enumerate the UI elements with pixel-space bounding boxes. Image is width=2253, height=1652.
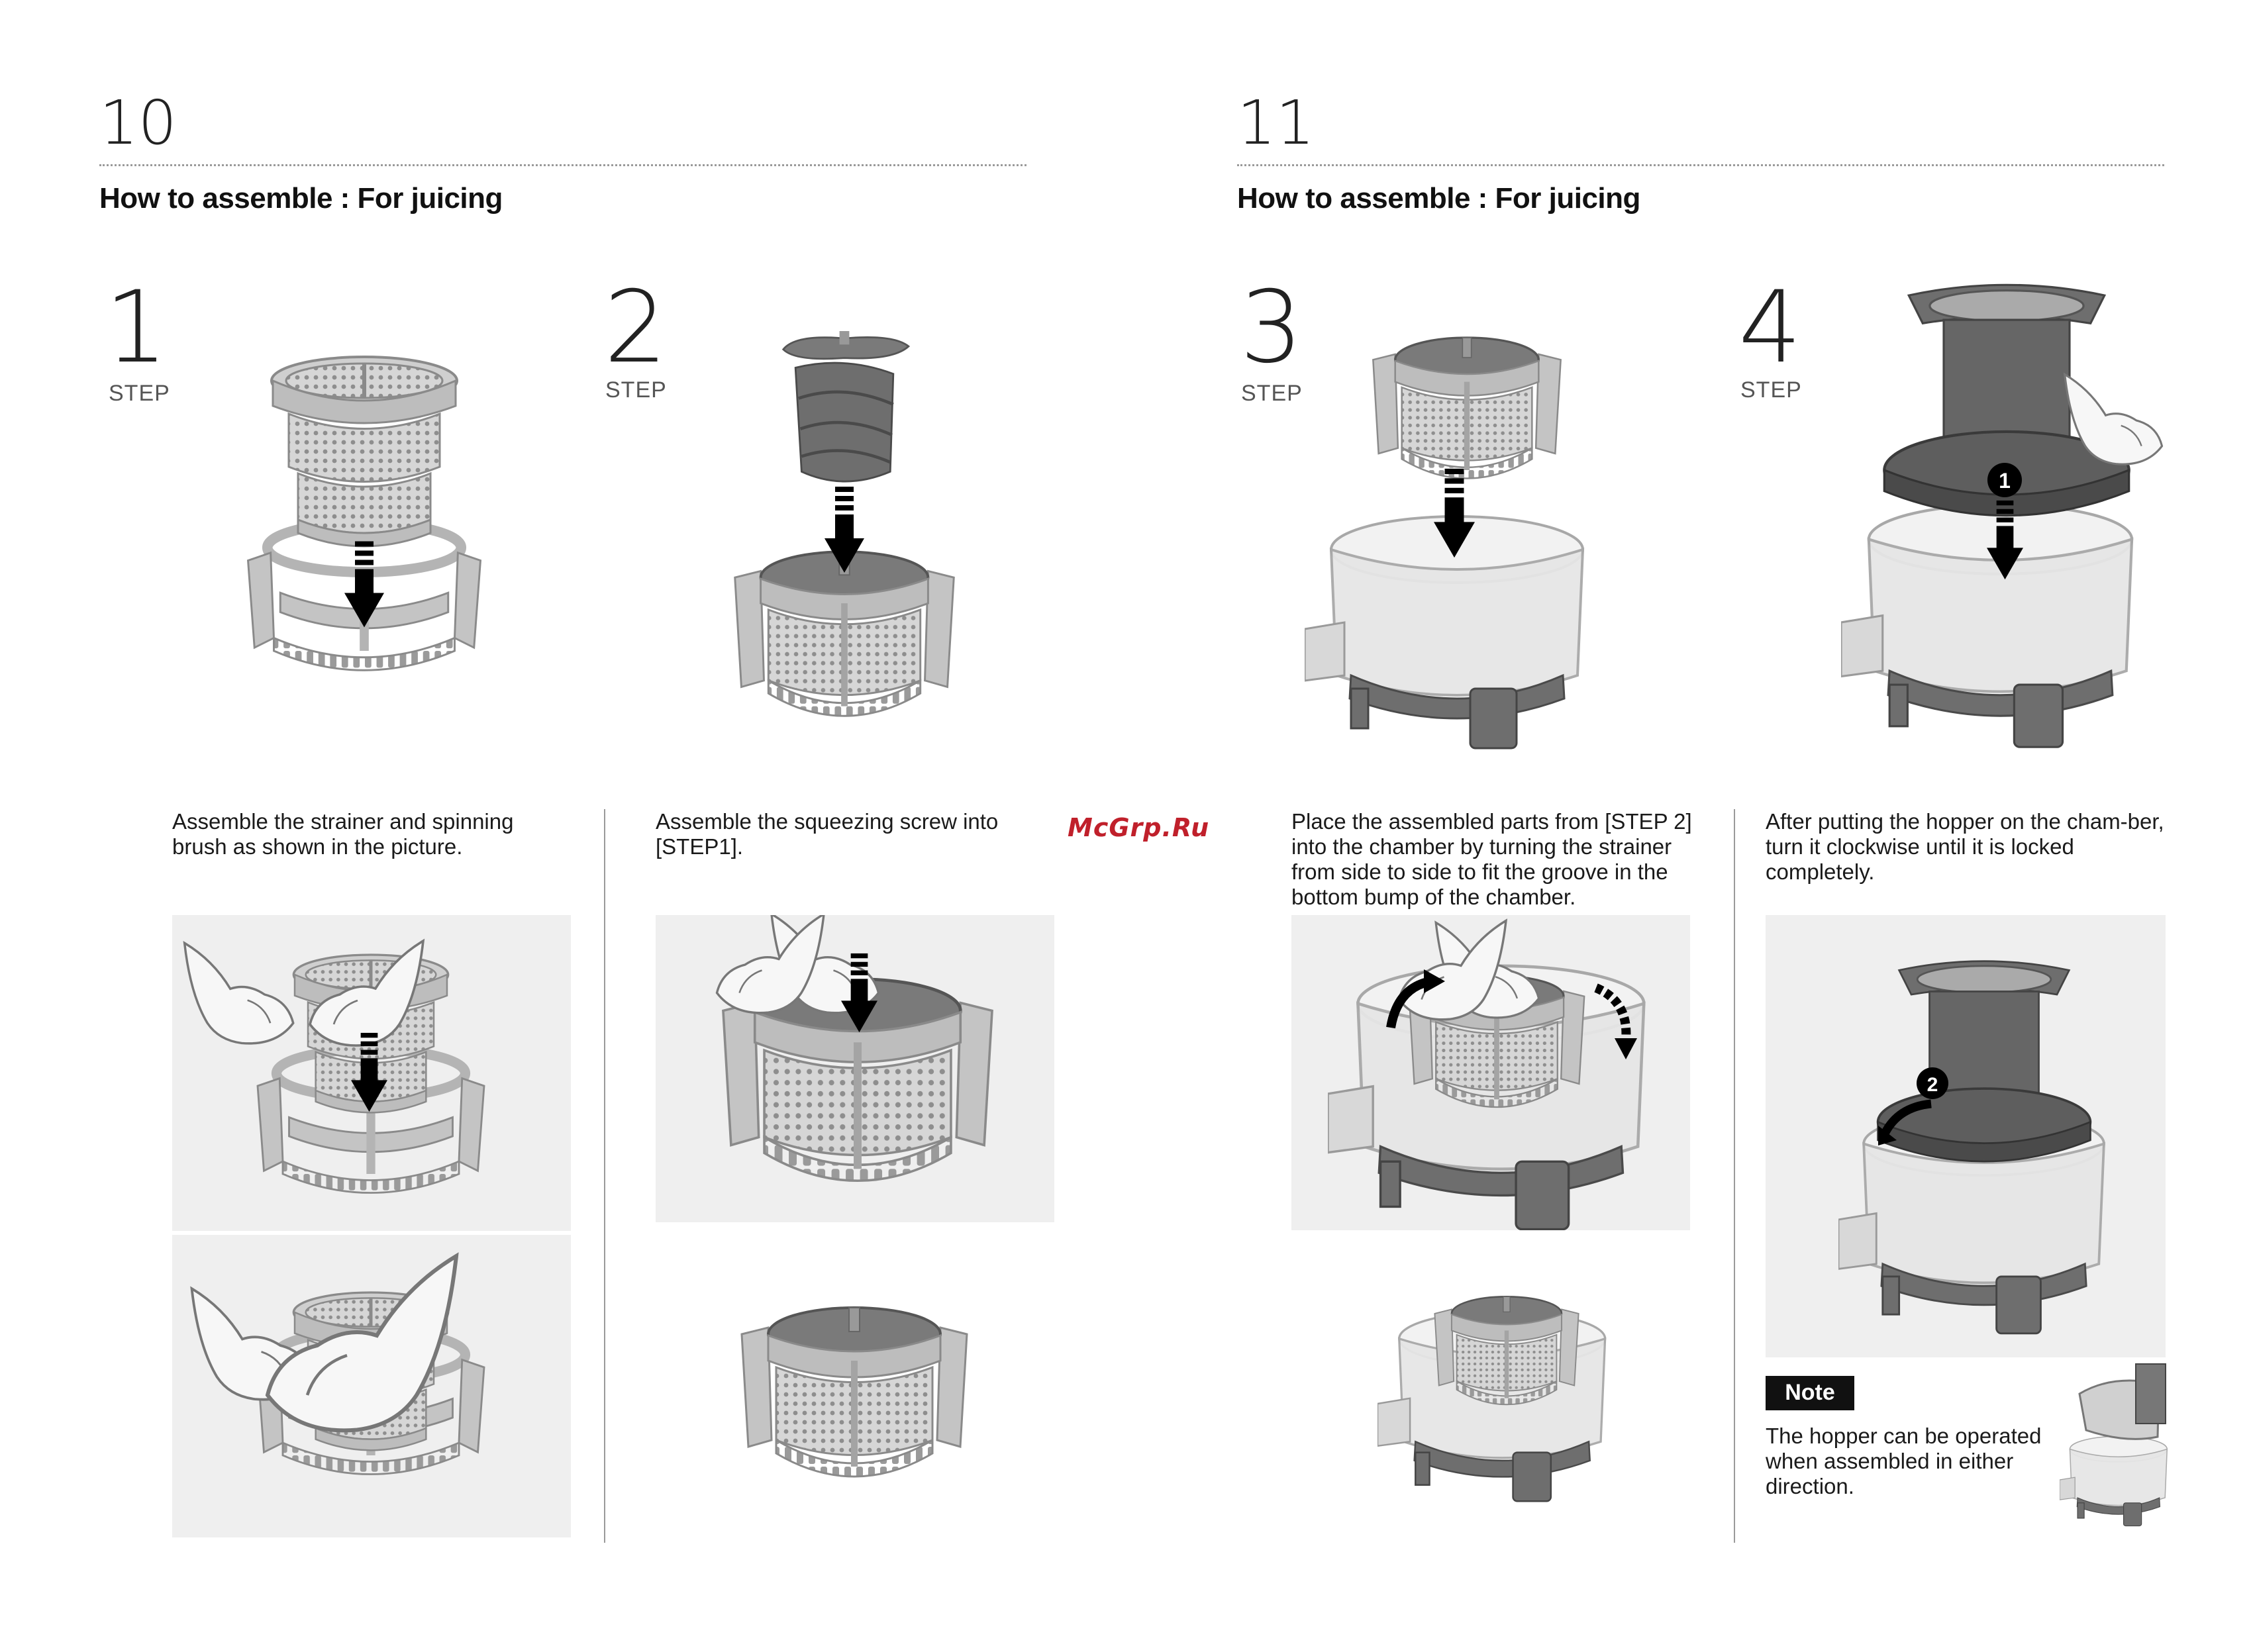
- step3-description: Place the assembled parts from [STEP 2] …: [1291, 809, 1692, 909]
- step-number-4: 4: [1738, 270, 1802, 385]
- step4-illustration: 1: [1841, 248, 2172, 778]
- step-number-2: 2: [604, 270, 668, 385]
- page-title-right: How to assemble : For juicing: [1237, 182, 1640, 215]
- step2-detail-panel: [656, 915, 1054, 1222]
- step1-detail-panel: [172, 915, 571, 1537]
- step1-illustration: [235, 354, 493, 712]
- page-title-left: How to assemble : For juicing: [99, 182, 503, 215]
- page-number-left: 10: [99, 87, 177, 158]
- watermark: McGrp.Ru: [1068, 813, 1210, 842]
- step-number-3: 3: [1240, 270, 1303, 385]
- step-label-1: STEP: [109, 381, 170, 406]
- callout-2: 2: [1927, 1074, 1938, 1096]
- header-rule-left: [99, 164, 1026, 166]
- callout-1: 1: [1999, 469, 2011, 493]
- header-rule-right: [1237, 164, 2164, 166]
- note-text: The hopper can be operated when assemble…: [1766, 1424, 2042, 1498]
- step2-result-illustration: [735, 1288, 974, 1486]
- note-badge: Note: [1766, 1376, 1854, 1410]
- step2-description: Assemble the squeezing screw into [STEP1…: [656, 809, 999, 859]
- page-number-right: 11: [1237, 87, 1315, 158]
- step3-illustration: [1305, 305, 1603, 781]
- step1-description: Assemble the strainer and spinning brush…: [172, 809, 514, 859]
- step-label-4: STEP: [1740, 377, 1802, 403]
- step-label-2: STEP: [605, 377, 667, 403]
- step-label-3: STEP: [1241, 381, 1303, 406]
- step2-illustration: [728, 331, 960, 728]
- step4-detail-panel: 2: [1766, 915, 2166, 1357]
- step3-result-illustration: [1377, 1261, 1616, 1520]
- column-divider-left: [604, 809, 605, 1543]
- step4-description: After putting the hopper on the cham-ber…: [1766, 809, 2164, 884]
- step3-detail-panel: [1291, 915, 1690, 1230]
- note-illustration: [2060, 1357, 2172, 1543]
- step-number-1: 1: [105, 270, 168, 385]
- column-divider-right: [1734, 809, 1735, 1543]
